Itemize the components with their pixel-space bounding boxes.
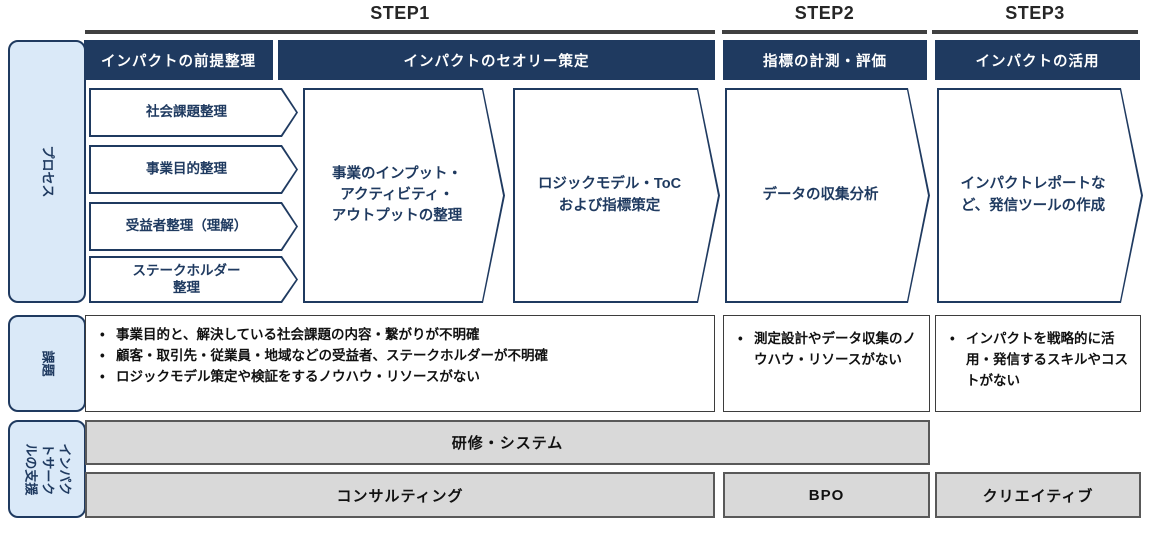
substep-stakeholder: ステークホルダー 整理: [89, 256, 298, 303]
process-arrow-logic-model: ロジックモデル・ToC および指標策定: [513, 88, 720, 303]
issue-item: インパクトを戦略的に活用・発信するスキルやコストがない: [942, 329, 1130, 392]
issues-step1-list: 事業目的と、解決している社会課題の内容・繋がりが不明確 顧客・取引先・従業員・地…: [92, 325, 704, 388]
phase-header-measurement: 指標の計測・評価: [723, 40, 927, 80]
process-arrow-input-activity-output-label: 事業のインプット・ アクティビティ・ アウトプットの整理: [331, 165, 463, 224]
issue-item: ロジックモデル策定や検証をするノウハウ・リソースがない: [92, 367, 704, 388]
issues-step2: 測定設計やデータ収集のノウハウ・リソースがない: [723, 315, 930, 412]
substep-beneficiary-label: 受益者整理（理解）: [125, 218, 248, 234]
issues-step2-list: 測定設計やデータ収集のノウハウ・リソースがない: [730, 329, 919, 371]
substep-beneficiary: 受益者整理（理解）: [89, 202, 298, 251]
row-label-support-text: インパク トサーク ルの支援: [23, 442, 73, 495]
issue-item: 事業目的と、解決している社会課題の内容・繋がりが不明確: [92, 325, 704, 346]
support-bar-bpo: BPO: [723, 472, 930, 518]
substep-social-issues-label: 社会課題整理: [146, 104, 227, 120]
substep-business-purpose-label: 事業目的整理: [146, 161, 227, 177]
phase-header-utilization: インパクトの活用: [935, 40, 1140, 80]
issue-item: 測定設計やデータ収集のノウハウ・リソースがない: [730, 329, 919, 371]
issues-step3: インパクトを戦略的に活用・発信するスキルやコストがない: [935, 315, 1141, 412]
row-label-support: インパク トサーク ルの支援: [8, 420, 86, 518]
process-arrow-data-collection-label: データの収集分析: [762, 186, 879, 203]
step3-underline: [932, 30, 1138, 34]
support-bar-consulting: コンサルティング: [85, 472, 715, 518]
row-label-issues: 課題: [8, 315, 86, 412]
issues-step3-list: インパクトを戦略的に活用・発信するスキルやコストがない: [942, 329, 1130, 392]
phase-header-theory: インパクトのセオリー策定: [278, 40, 715, 80]
step1-label: STEP1: [370, 3, 430, 23]
issues-step1: 事業目的と、解決している社会課題の内容・繋がりが不明確 顧客・取引先・従業員・地…: [85, 315, 715, 412]
row-label-process-text: プロセス: [40, 145, 56, 198]
step2-label: STEP2: [794, 3, 855, 23]
step3-label: STEP3: [1005, 3, 1065, 23]
substep-social-issues: 社会課題整理: [89, 88, 298, 137]
substep-business-purpose: 事業目的整理: [89, 145, 298, 194]
support-bar-training-system: 研修・システム: [85, 420, 930, 465]
process-arrow-logic-model-label: ロジックモデル・ToC および指標策定: [537, 176, 682, 214]
row-label-issues-text: 課題: [40, 350, 56, 377]
process-arrow-impact-report: インパクトレポートな ど、発信ツールの作成: [937, 88, 1143, 303]
process-arrow-data-collection: データの収集分析: [725, 88, 930, 303]
step2-underline: [722, 30, 927, 34]
substep-stakeholder-label: ステークホルダー 整理: [132, 262, 241, 295]
issue-item: 顧客・取引先・従業員・地域などの受益者、ステークホルダーが不明確: [92, 346, 704, 367]
process-arrow-impact-report-label: インパクトレポートな ど、発信ツールの作成: [960, 176, 1106, 214]
row-label-process: プロセス: [8, 40, 86, 303]
support-bar-creative: クリエイティブ: [935, 472, 1141, 518]
step1-underline: [85, 30, 715, 34]
process-arrow-input-activity-output: 事業のインプット・ アクティビティ・ アウトプットの整理: [303, 88, 505, 303]
phase-header-premise: インパクトの前提整理: [84, 40, 273, 80]
